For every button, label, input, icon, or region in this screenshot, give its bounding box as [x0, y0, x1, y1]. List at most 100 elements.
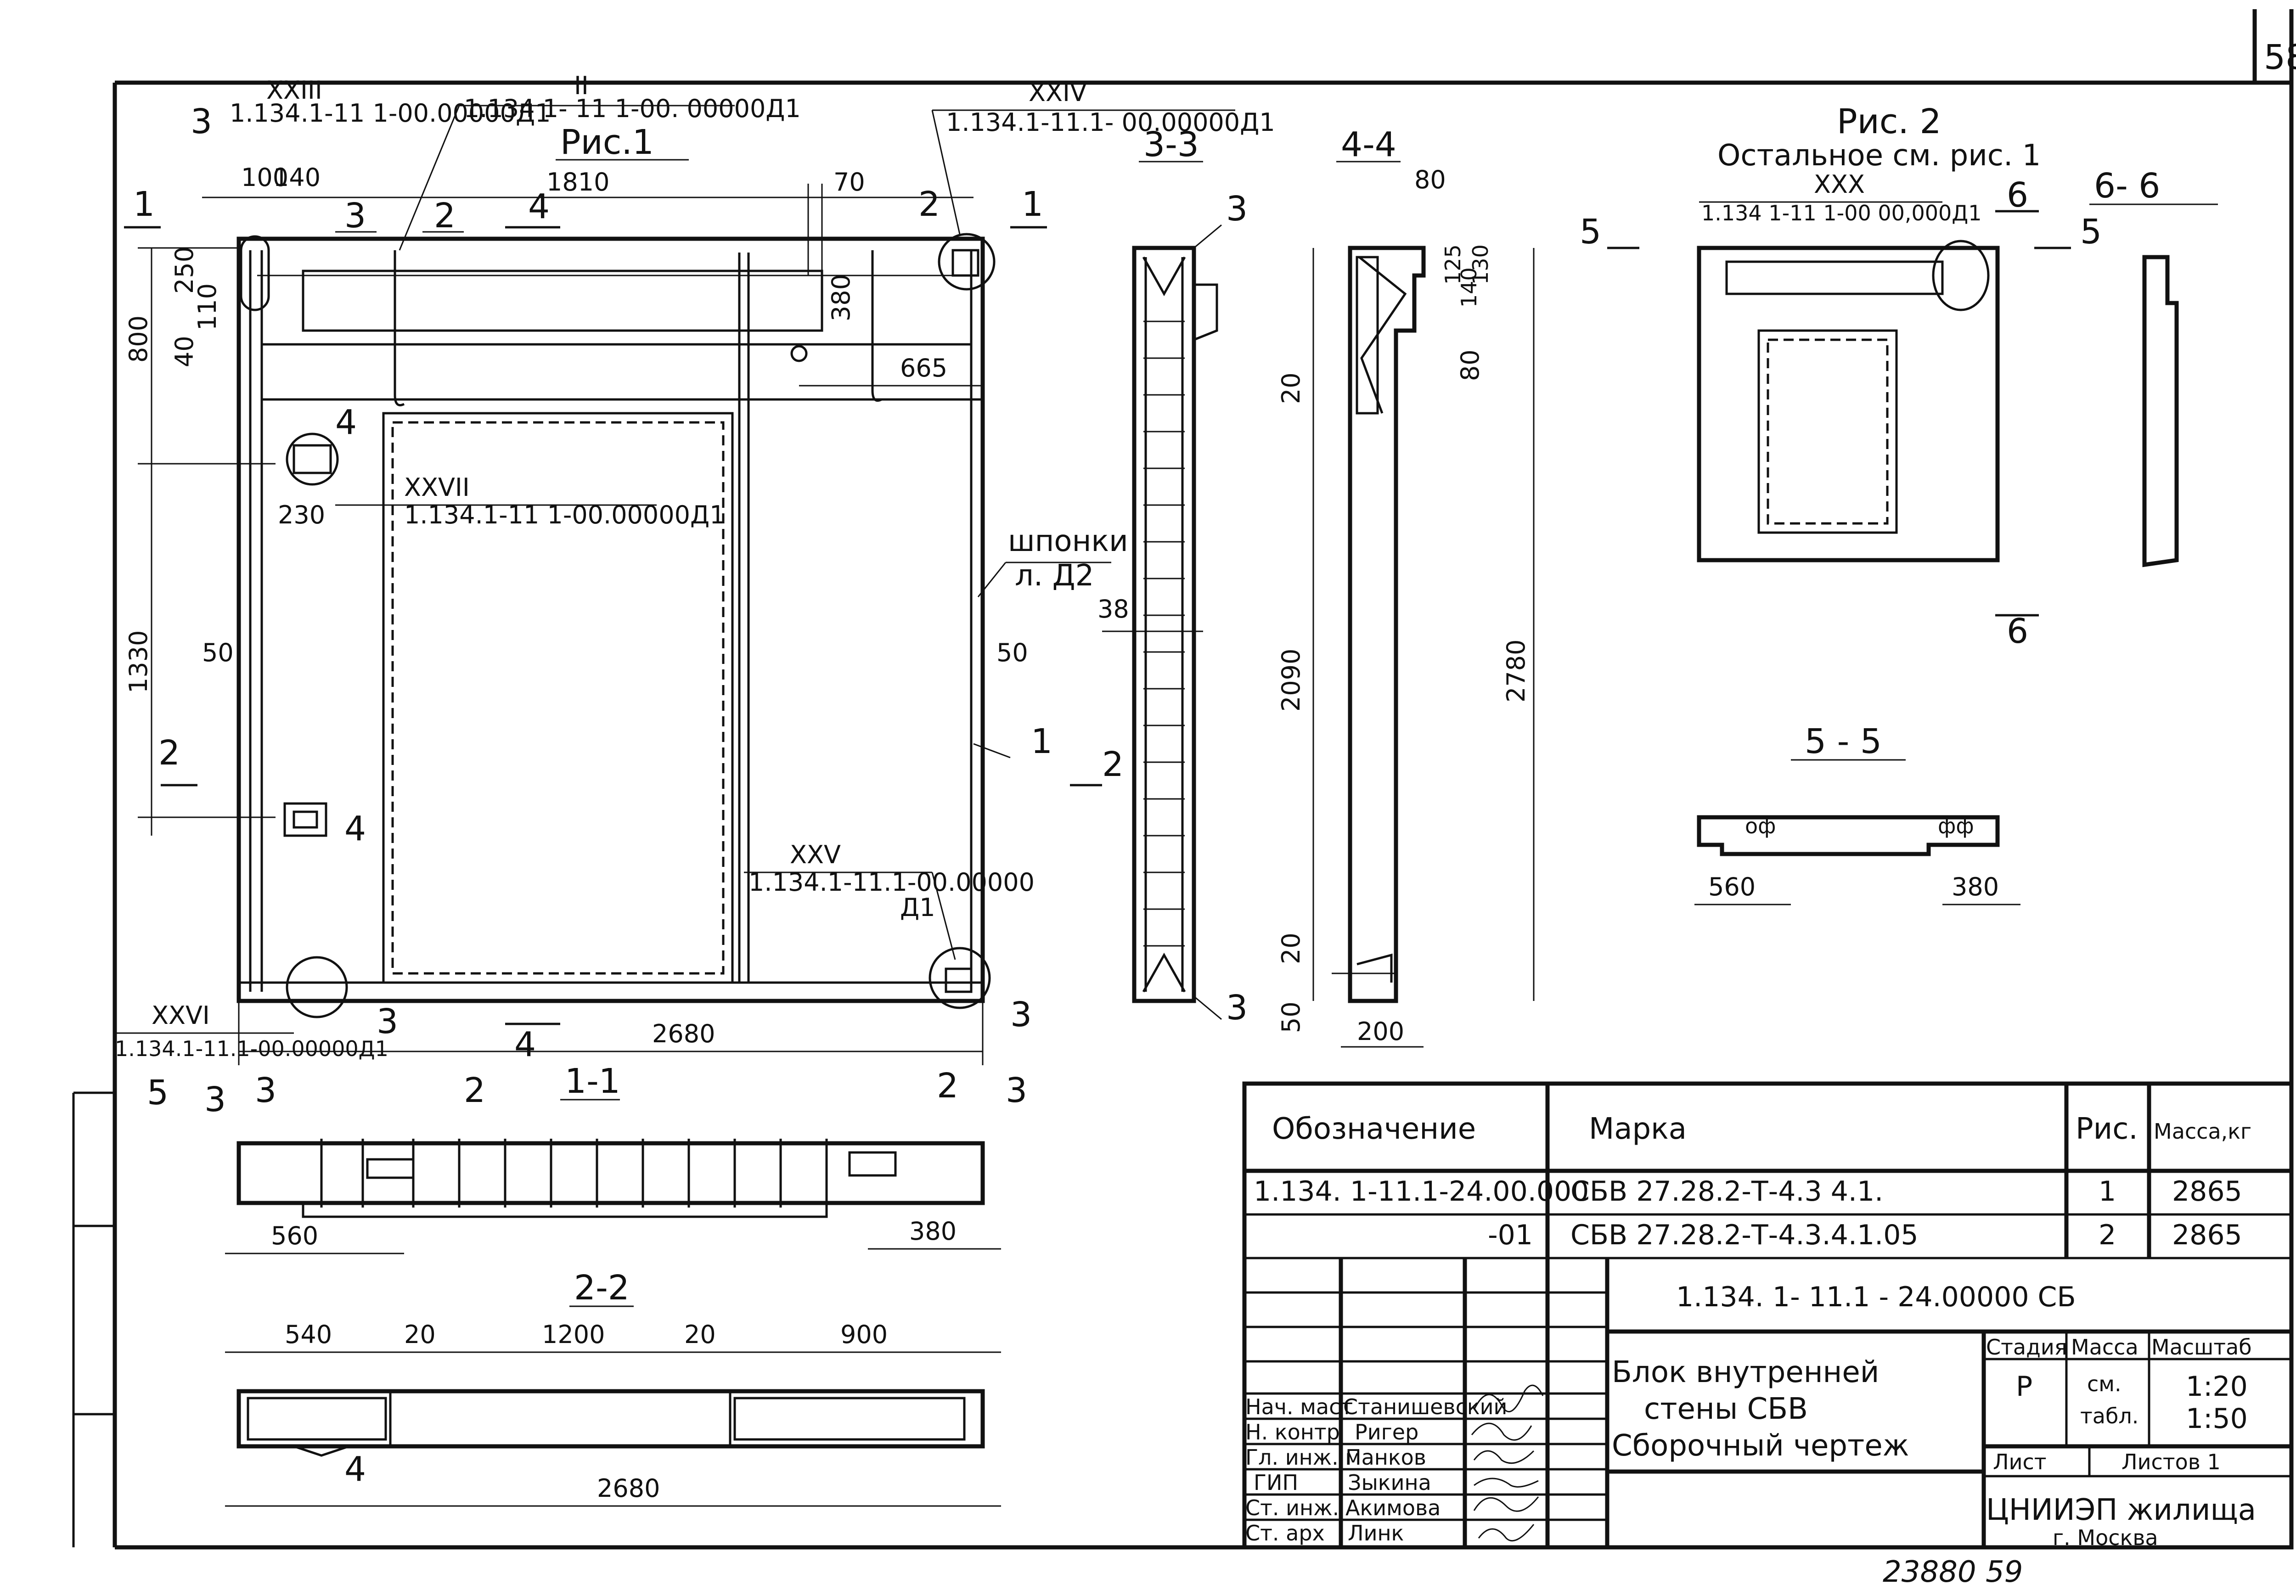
sec11-callout-2b: 2 [937, 1066, 958, 1106]
title-name-line1: Блок внутренней [1612, 1355, 1879, 1389]
ref-XXIV-code: 1.134.1-11.1- 00.00000Д1 [946, 108, 1275, 137]
table-row1-mass: 2865 [2172, 1175, 2242, 1208]
fig2-subtitle: Остальное см. рис. 1 [1717, 139, 2041, 173]
table-row2-mass: 2865 [2172, 1219, 2242, 1251]
staff-role-4: ГИП [1254, 1470, 1298, 1495]
staff-role-2: Н. контр [1245, 1420, 1340, 1444]
staff-role-1: Нач. маст [1245, 1394, 1353, 1419]
callout-3-top: 3 [344, 196, 366, 236]
fig2-cut-5-left: 5 [1580, 212, 1601, 252]
ref-XXVII-num: XXVII [404, 473, 470, 502]
fig2-cut-5-right: 5 [2080, 212, 2102, 252]
sec44-dim-125: 125 [1441, 244, 1465, 285]
sec11-callout-3c: 3 [1006, 1071, 1027, 1110]
sec55-mark-left: oф [1745, 814, 1776, 838]
section-5-5: 5 - 5 oф фф 560 380 [1694, 722, 2020, 905]
fig1-elevation: Рис.1 100 14 [115, 71, 1275, 1065]
sec22-callout-4: 4 [344, 1450, 366, 1489]
sec55-title: 5 - 5 [1805, 722, 1882, 761]
dim-70: 70 [833, 168, 865, 197]
sec11-dim-560: 560 [271, 1221, 318, 1250]
dim-800: 800 [124, 315, 153, 363]
dim-50-right: 50 [996, 638, 1028, 667]
title-mass-header: Масса [2071, 1335, 2138, 1360]
sec11-stirrups [320, 1139, 828, 1208]
section-1-1: 1-1 5 3 3 2 2 3 560 380 [147, 1062, 1027, 1254]
signatures [1471, 1384, 1544, 1542]
dim-40: 40 [170, 336, 199, 367]
section-3-3: 3-3 3 3 38 [1097, 125, 1248, 1028]
callout-4-lower: 4 [344, 809, 366, 849]
sec11-callout-2a: 2 [464, 1071, 485, 1110]
callout-1: 1 [1031, 722, 1052, 761]
sec55-dim-380: 380 [1952, 872, 1999, 901]
staff-role-5: Ст. инж. [1245, 1495, 1339, 1520]
dim-140: 140 [273, 163, 321, 192]
title-name-line3: Сборочный чертеж [1612, 1429, 1909, 1463]
dim-110: 110 [193, 283, 222, 331]
staff-name-3: Панков [1345, 1445, 1426, 1470]
dim-1810: 1810 [546, 168, 609, 197]
table-header-fig: Рис. [2076, 1112, 2138, 1146]
fig2-title: Рис. 2 [1837, 102, 1941, 141]
cut-mark-2-left: 2 [158, 733, 180, 773]
sheet-frame: 58 [72, 9, 2296, 1550]
sec33-dim-38: 38 [1097, 595, 1129, 624]
title-doc-code: 1.134. 1- 11.1 - 24.00000 СБ [1676, 1281, 2076, 1313]
fig2-ref-num: XXX [1814, 170, 1865, 199]
fig2-elevation: Рис. 2 Остальное см. рис. 1 XXX 1.134 1-… [1580, 102, 2102, 651]
title-name-line2: стены СБВ [1644, 1392, 1808, 1426]
fig2-cut-6-top: 6 [2007, 175, 2028, 215]
dim-100: 100 [241, 163, 288, 192]
dim-50-left: 50 [202, 638, 234, 667]
bottom-note: 23880 59 [1883, 1555, 2023, 1589]
sec33-callout-3-top: 3 [1226, 189, 1248, 229]
table-header-designation: Обозначение [1272, 1112, 1476, 1146]
staff-name-6: Линк [1348, 1521, 1404, 1545]
sec22-dim-20a: 20 [404, 1320, 436, 1349]
callout-2-top: 2 [434, 196, 456, 236]
ref-XXV-suffix: Д1 [900, 893, 935, 922]
title-city: г. Москва [2053, 1525, 2158, 1550]
title-block: Обозначение Марка Рис. Масса,кг 1.134. 1… [1242, 1081, 2294, 1550]
staff-name-4: Зыкина [1348, 1470, 1431, 1495]
callout-3-bottom-right: 3 [1010, 995, 1032, 1034]
sec22-title: 2-2 [574, 1268, 630, 1308]
dim-2680-fig1: 2680 [652, 1019, 715, 1048]
ref-XXVI-code: 1.134.1-11.1-00.00000Д1 [115, 1036, 388, 1061]
sec22-dim-20b: 20 [684, 1320, 716, 1349]
title-sheet-header: Лист [1993, 1450, 2047, 1474]
sec55-dim-560: 560 [1708, 872, 1756, 901]
cut-mark-4-bottom: 4 [514, 1025, 536, 1064]
staff-name-5: Акимова [1345, 1495, 1441, 1520]
table-row2-fig: 2 [2099, 1219, 2116, 1251]
sheet-number: 58 [2264, 38, 2296, 77]
table-header-mark: Марка [1589, 1112, 1687, 1146]
sec55-mark-right: фф [1938, 814, 1974, 838]
table-row1-designation: 1.134. 1-11.1-24.00.000 [1254, 1175, 1589, 1208]
dim-1330: 1330 [124, 630, 153, 693]
title-scale-header: Масштаб [2151, 1335, 2252, 1360]
sec22-dim-900: 900 [840, 1320, 888, 1349]
sec44-dim-140: 140 [1457, 267, 1481, 308]
title-sheets-header: Листов 1 [2122, 1450, 2221, 1474]
fig2-ref-code: 1.134 1-11 1-00 00,000Д1 [1701, 201, 1982, 225]
sec44-dim-2090: 2090 [1277, 649, 1306, 712]
title-scale-value2: 1:50 [2186, 1403, 2248, 1435]
dim-250: 250 [170, 247, 199, 294]
title-scale-value1: 1:20 [2186, 1371, 2248, 1403]
staff-role-6: Ст. арх [1245, 1521, 1325, 1545]
sec44-dim-2780: 2780 [1502, 640, 1531, 702]
title-stage-header: Стадия [1986, 1335, 2067, 1360]
title-organization: ЦНИИЭП жилища [1986, 1493, 2256, 1527]
sec44-dim-80: 80 [1414, 165, 1446, 194]
sec44-dim-200: 200 [1357, 1017, 1404, 1046]
ref-XXIII-num: XXIII [266, 76, 322, 105]
sec44-dim-130: 130 [1468, 244, 1493, 285]
sec44-dim-20: 20 [1277, 372, 1306, 404]
cut-mark-4-top: 4 [528, 187, 550, 226]
staff-role-3: Гл. инж. м [1245, 1445, 1361, 1470]
cut-mark-2-right: 2 [1102, 745, 1124, 784]
ref-XXIII-code: 1.134.1-11 1-00.00000Д1 [230, 99, 551, 128]
